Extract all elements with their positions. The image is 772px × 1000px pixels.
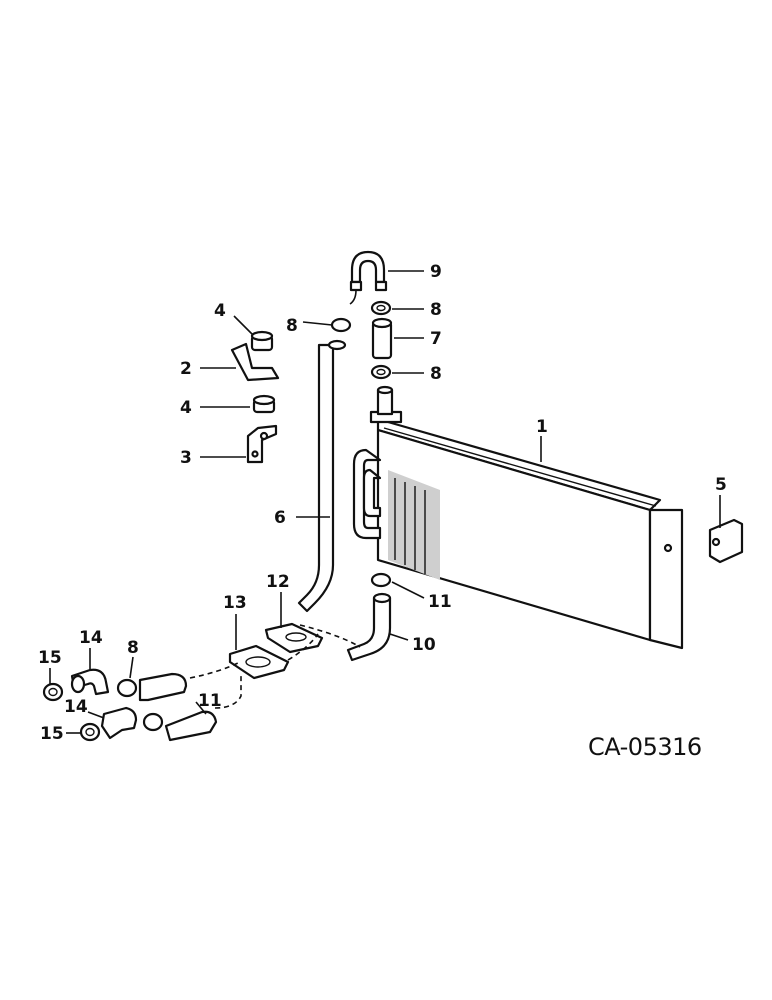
callout-4: 4	[180, 398, 192, 418]
callout-9: 9	[430, 262, 442, 282]
leader-8d	[129, 656, 134, 679]
callout-15: 15	[38, 648, 62, 668]
callout-11: 11	[198, 691, 222, 711]
routing-line-a	[299, 624, 361, 648]
callout-10: 10	[412, 635, 436, 655]
return-tube	[297, 339, 347, 613]
callout-14: 14	[64, 697, 88, 717]
hose-clamp-plate-12	[264, 622, 324, 654]
o-ring-middle-hole	[376, 368, 386, 376]
callout-13: 13	[223, 593, 247, 613]
mounting-clip	[708, 518, 744, 564]
drawing-code: CA-05316	[588, 733, 702, 761]
hose-upper	[138, 672, 188, 702]
o-ring-lower	[370, 572, 392, 588]
callout-11: 11	[428, 592, 452, 612]
oil-cooler-core	[352, 416, 684, 650]
callout-3: 3	[180, 448, 192, 468]
leader-14b	[87, 711, 105, 719]
cap-upper	[250, 330, 274, 352]
callout-12: 12	[266, 572, 290, 592]
hose-sleeve	[371, 317, 393, 360]
callout-4: 4	[214, 301, 226, 321]
cooler-inlet-fitting	[369, 385, 403, 424]
callout-8: 8	[127, 638, 139, 658]
callout-8: 8	[430, 364, 442, 384]
routing-line-b	[189, 661, 241, 679]
callout-8: 8	[430, 300, 442, 320]
leader-4a	[233, 315, 253, 335]
o-ring-upper-hole	[376, 304, 386, 312]
elbow-fitting-upper	[70, 668, 110, 696]
leader-10	[389, 633, 409, 641]
callout-1: 1	[536, 417, 548, 437]
o-ring-upper	[370, 300, 392, 316]
callout-8: 8	[286, 316, 298, 336]
plug-lower-inner	[85, 727, 95, 737]
callout-5: 5	[715, 475, 727, 495]
o-ring-middle	[370, 364, 392, 380]
cooler-outlet-hose	[346, 592, 392, 662]
plug-lower	[79, 722, 101, 742]
plug-upper-inner	[48, 687, 58, 697]
hose-lower	[164, 710, 218, 742]
callout-15: 15	[40, 724, 64, 744]
u-tube	[349, 250, 388, 292]
callout-14: 14	[79, 628, 103, 648]
o-ring-hose-lower	[142, 712, 164, 732]
callout-7: 7	[430, 329, 442, 349]
bracket-upper	[230, 342, 280, 382]
tube-link-line	[349, 289, 357, 305]
routing-line-c	[214, 674, 242, 709]
cap-lower	[252, 394, 276, 414]
o-ring-left	[330, 317, 352, 333]
callout-6: 6	[274, 508, 286, 528]
routing-line-d	[287, 633, 319, 661]
plug-upper	[42, 682, 64, 702]
hose-clamp-plate-13	[228, 644, 290, 680]
leader-11b	[195, 701, 207, 715]
callout-2: 2	[180, 359, 192, 379]
bracket-lower	[246, 424, 278, 464]
leader-11a	[391, 581, 425, 599]
o-ring-hose-upper	[116, 678, 138, 698]
elbow-fitting-lower	[100, 706, 138, 740]
leader-8c	[302, 321, 333, 326]
